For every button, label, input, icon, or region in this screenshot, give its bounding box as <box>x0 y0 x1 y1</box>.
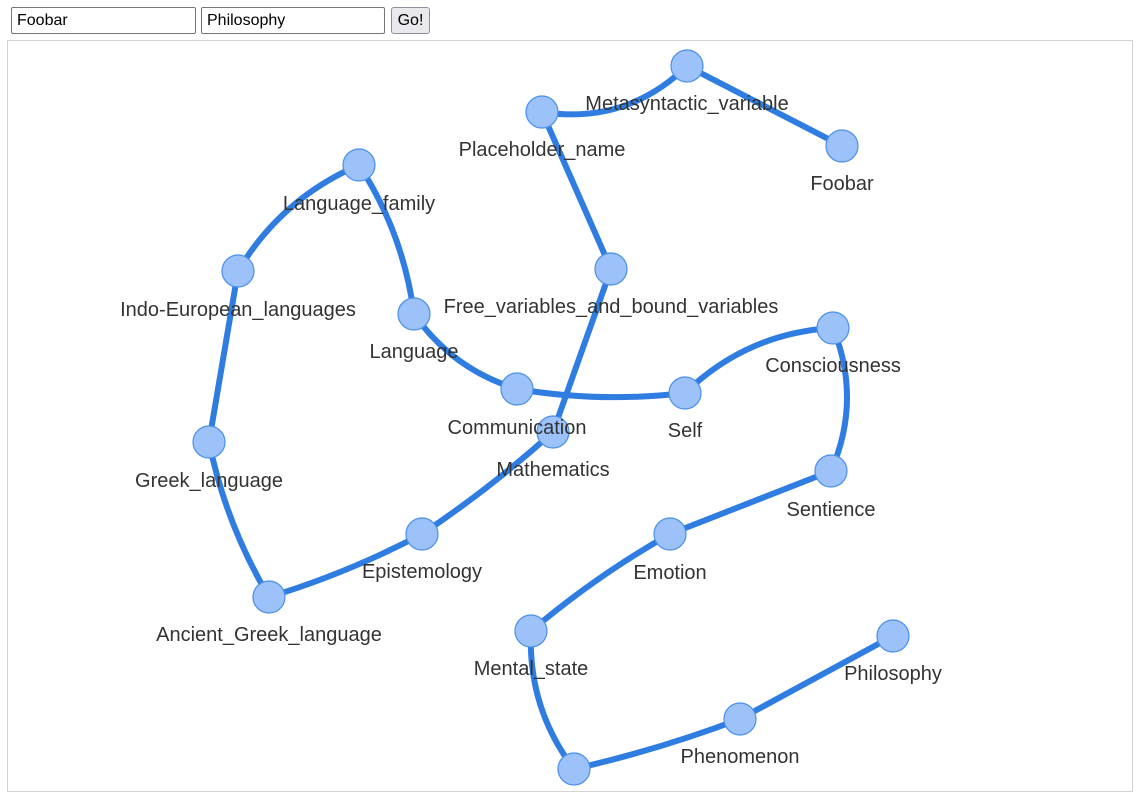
node-label-mentalstate: Mental_state <box>474 658 589 680</box>
node-label-langfamily: Language_family <box>283 193 435 215</box>
node-label-self: Self <box>668 420 703 442</box>
edge-phenomenon-philosophy <box>737 633 896 722</box>
node-philosophy[interactable] <box>876 619 910 653</box>
node-emotion[interactable] <box>653 517 687 551</box>
node-self[interactable] <box>668 376 702 410</box>
edge-placeholder-freevars <box>539 109 614 272</box>
node-label-greek: Greek_language <box>135 470 283 492</box>
node-langfamily[interactable] <box>342 148 376 182</box>
edge-phenomenon_unlabeled-phenomenon <box>571 716 743 772</box>
node-metasyntactic[interactable] <box>670 49 704 83</box>
edge-ancientgreek-greek <box>206 439 272 600</box>
node-freevars[interactable] <box>594 252 628 286</box>
edge-consciousness-sentience <box>828 325 850 474</box>
node-label-indoeuropean: Indo-European_languages <box>120 299 356 321</box>
node-phenomenon[interactable] <box>723 702 757 736</box>
edge-mentalstate-phenomenon_unlabeled <box>527 628 577 772</box>
edge-communication-self <box>514 386 688 401</box>
search-toolbar: Go! <box>0 0 1141 40</box>
node-label-philosophy: Philosophy <box>844 663 942 685</box>
node-mentalstate[interactable] <box>514 614 548 648</box>
start-page-input[interactable] <box>11 7 196 34</box>
node-label-placeholder: Placeholder_name <box>459 139 626 161</box>
node-communication[interactable] <box>500 372 534 406</box>
node-consciousness[interactable] <box>816 311 850 345</box>
edge-langfamily-language <box>356 162 417 317</box>
edge-mathematics-epistemology <box>419 429 556 537</box>
edge-freevars-mathematics <box>550 266 614 435</box>
target-page-input[interactable] <box>201 7 385 34</box>
node-label-emotion: Emotion <box>633 562 706 584</box>
node-label-consciousness: Consciousness <box>765 355 901 377</box>
node-phenomenon_unlabeled[interactable] <box>557 752 591 786</box>
node-label-mathematics: Mathematics <box>496 459 609 481</box>
graph-canvas-frame <box>7 40 1133 792</box>
edge-greek-indoeuropean <box>206 268 241 445</box>
edge-emotion-mentalstate <box>528 531 673 634</box>
node-indoeuropean[interactable] <box>221 254 255 288</box>
node-language[interactable] <box>397 297 431 331</box>
node-placeholder[interactable] <box>525 95 559 129</box>
node-label-ancientgreek: Ancient_Greek_language <box>156 624 382 646</box>
edge-self-consciousness <box>682 325 836 396</box>
nodes-layer <box>192 49 910 786</box>
node-sentience[interactable] <box>814 454 848 488</box>
node-label-phenomenon: Phenomenon <box>681 746 800 768</box>
go-button[interactable]: Go! <box>391 7 430 34</box>
node-greek[interactable] <box>192 425 226 459</box>
node-mathematics[interactable] <box>536 415 570 449</box>
edge-indoeuropean-langfamily <box>235 162 362 274</box>
edge-sentience-emotion <box>667 468 834 537</box>
node-label-foobar: Foobar <box>810 173 874 195</box>
node-label-sentience: Sentience <box>787 499 876 521</box>
edge-foobar-metasyntactic <box>684 63 845 149</box>
node-label-language: Language <box>370 341 459 363</box>
node-epistemology[interactable] <box>405 517 439 551</box>
node-foobar[interactable] <box>825 129 859 163</box>
labels-layer: Foobar Metasyntactic_variablePlaceholder_… <box>120 93 942 768</box>
node-label-communication: Communication <box>448 417 587 439</box>
edge-epistemology-ancientgreek <box>266 531 425 600</box>
node-label-metasyntactic: Metasyntactic_variable <box>585 93 788 115</box>
node-label-epistemology: Epistemology <box>362 561 482 583</box>
node-ancientgreek[interactable] <box>252 580 286 614</box>
node-label-freevars: Free_variables_and_bound_variables <box>444 296 779 318</box>
edges-layer <box>206 63 896 772</box>
edge-metasyntactic-placeholder <box>539 63 690 118</box>
